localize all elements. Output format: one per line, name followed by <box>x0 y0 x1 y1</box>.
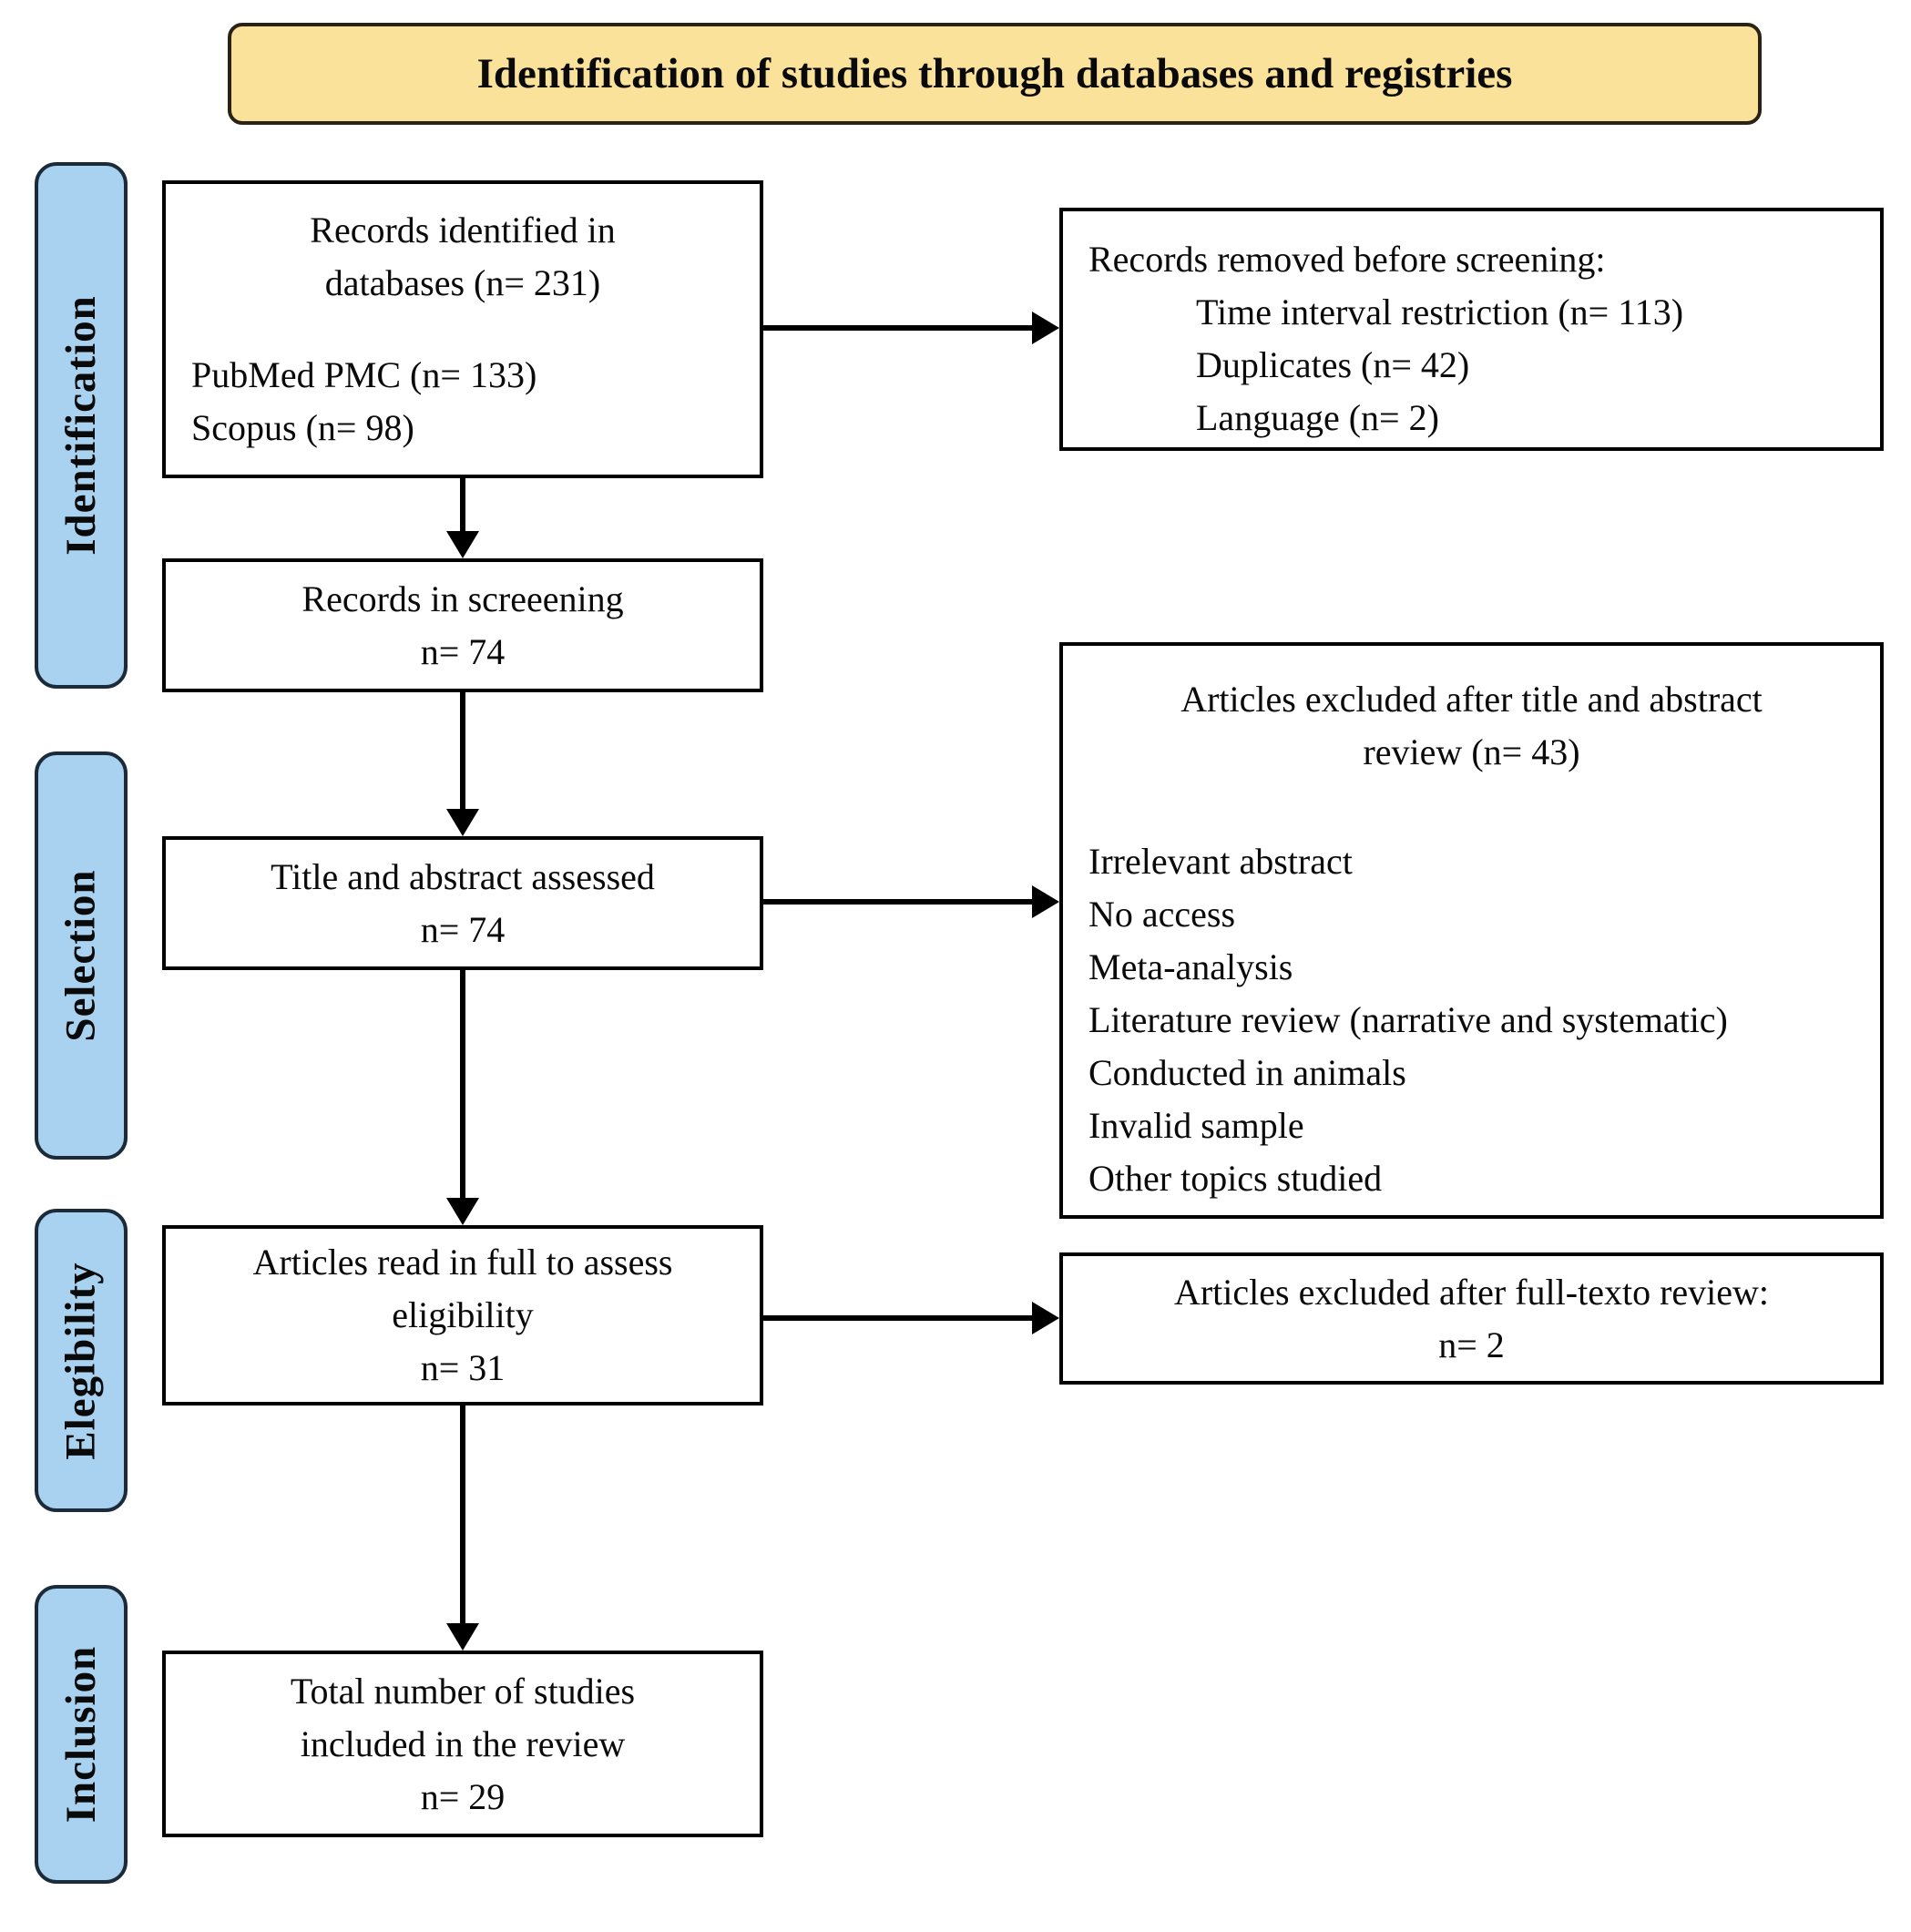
box-title-abstract-assessed: Title and abstract assessed n= 74 <box>162 836 763 970</box>
stage-label-eligibility-text: Elegibility <box>57 1261 106 1460</box>
studies-included-line1: Total number of studies <box>290 1670 636 1712</box>
full-text-assessed-line2: eligibility <box>392 1294 534 1335</box>
arrow-assessed-to-excluded <box>763 899 1034 905</box>
removed-reason-time-interval: Time interval restriction (n= 113) <box>1196 291 1684 332</box>
excluded-reason-irrelevant-abstract: Irrelevant abstract <box>1088 841 1353 882</box>
full-text-assessed-line1: Articles read in full to assess <box>252 1242 673 1283</box>
arrow-identified-to-removed <box>763 325 1034 331</box>
full-text-assessed-count: n= 31 <box>420 1347 506 1388</box>
excluded-title-abstract-heading: Articles excluded after title and abstra… <box>1088 673 1855 779</box>
box-full-text-assessed: Articles read in full to assess eligibil… <box>162 1225 763 1406</box>
stage-label-inclusion: Inclusion <box>35 1585 128 1884</box>
box-excluded-title-abstract: Articles excluded after title and abstra… <box>1059 642 1884 1219</box>
box-studies-included: Total number of studies included in the … <box>162 1651 763 1837</box>
records-identified-sources: PubMed PMC (n= 133) Scopus (n= 98) <box>191 349 734 455</box>
stage-label-selection-text: Selection <box>57 869 106 1042</box>
excluded-reason-literature-review: Literature review (narrative and systema… <box>1088 999 1728 1040</box>
title-abstract-assessed-line1: Title and abstract assessed <box>271 855 655 897</box>
box-records-identified: Records identified in databases (n= 231)… <box>162 180 763 478</box>
arrow-screening-to-assessed <box>460 692 465 811</box>
excluded-reason-animals: Conducted in animals <box>1088 1052 1406 1093</box>
removed-reason-language: Language (n= 2) <box>1196 397 1439 438</box>
records-identified-heading-line2: databases (n= 231) <box>324 262 601 303</box>
excluded-title-abstract-heading-line1: Articles excluded after title and abstra… <box>1180 679 1763 720</box>
arrow-assessed-to-fulltext <box>460 970 465 1200</box>
excluded-full-text-count: n= 2 <box>1438 1324 1505 1365</box>
excluded-reason-no-access: No access <box>1088 894 1236 935</box>
stage-label-selection: Selection <box>35 751 128 1160</box>
removed-reason-duplicates: Duplicates (n= 42) <box>1196 344 1470 385</box>
diagram-title-banner: Identification of studies through databa… <box>228 23 1762 125</box>
box-records-screening: Records in screeening n= 74 <box>162 558 763 692</box>
arrow-fulltext-to-excluded <box>763 1315 1034 1321</box>
records-screening-line1: Records in screeening <box>301 578 624 619</box>
source-pubmed: PubMed PMC (n= 133) <box>191 354 537 395</box>
title-abstract-assessed-count: n= 74 <box>420 908 506 950</box>
stage-label-inclusion-text: Inclusion <box>57 1645 106 1824</box>
source-scopus: Scopus (n= 98) <box>191 407 414 448</box>
excluded-reason-other-topics: Other topics studied <box>1088 1158 1383 1199</box>
records-identified-heading-line1: Records identified in <box>310 210 616 250</box>
studies-included-count: n= 29 <box>420 1775 506 1817</box>
stage-label-eligibility: Elegibility <box>35 1209 128 1512</box>
stage-label-identification: Identification <box>35 162 128 689</box>
excluded-full-text-line1: Articles excluded after full-texto revie… <box>1173 1271 1770 1313</box>
excluded-reason-invalid-sample: Invalid sample <box>1088 1105 1304 1146</box>
records-screening-count: n= 74 <box>420 630 506 672</box>
arrow-fulltext-to-included <box>460 1406 465 1625</box>
records-identified-heading: Records identified in databases (n= 231) <box>191 204 734 310</box>
diagram-title: Identification of studies through databa… <box>476 50 1513 97</box>
box-records-removed: Records removed before screening: Time i… <box>1059 208 1884 451</box>
box-excluded-full-text: Articles excluded after full-texto revie… <box>1059 1252 1884 1385</box>
excluded-title-abstract-heading-line2: review (n= 43) <box>1363 731 1580 772</box>
arrow-identified-to-screening <box>460 478 465 533</box>
stage-label-identification-text: Identification <box>57 295 105 556</box>
excluded-reason-meta-analysis: Meta-analysis <box>1088 946 1293 987</box>
records-removed-heading: Records removed before screening: <box>1088 239 1606 280</box>
studies-included-line2: included in the review <box>300 1722 626 1764</box>
